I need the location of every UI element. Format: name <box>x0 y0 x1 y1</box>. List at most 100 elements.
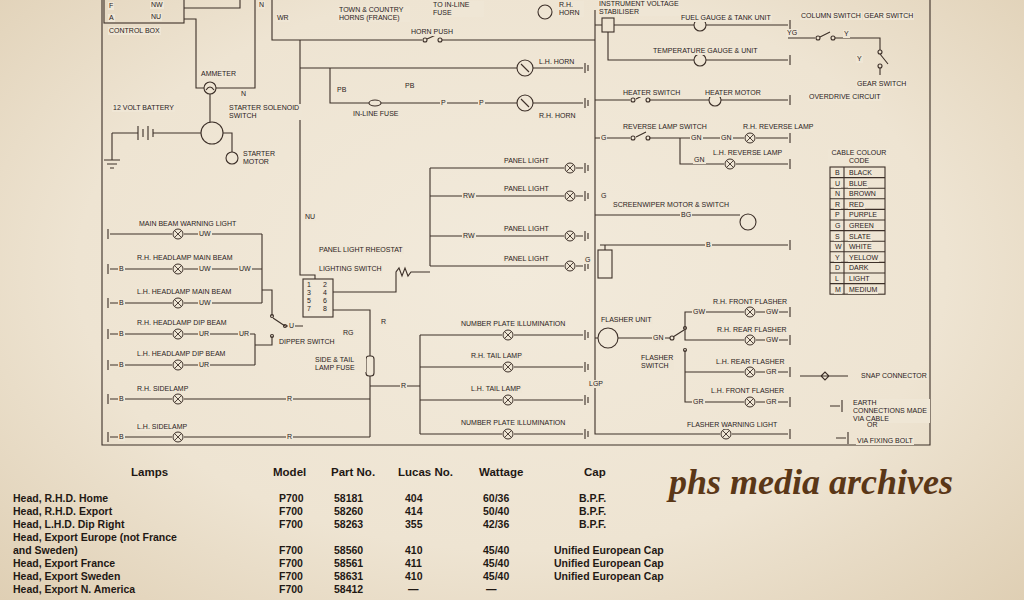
diagram-label: GN <box>690 134 703 142</box>
wire-drawing <box>745 397 755 407</box>
diagram-label: B <box>118 361 125 369</box>
colour-name: WHITE <box>848 243 873 251</box>
wire-drawing <box>303 279 333 317</box>
diagram-label: B <box>118 330 125 338</box>
diagram-label: NU <box>150 13 162 21</box>
table-header: Model <box>272 466 307 479</box>
diagram-label: L.H. TAIL LAMP <box>470 385 522 393</box>
table-cell: Unified European Cap <box>553 544 665 557</box>
diagram-label: UW <box>238 265 252 273</box>
wire-drawing <box>184 0 300 88</box>
colour-name: LIGHT <box>848 275 871 283</box>
wire-drawing <box>878 50 882 54</box>
table-cell: P700 <box>278 492 305 505</box>
diagram-label: GEAR SWITCH <box>856 80 907 88</box>
diagram-label: PANEL LIGHT <box>503 185 550 193</box>
table-cell: F700 <box>278 570 304 583</box>
wire-drawing <box>646 98 650 102</box>
wire-drawing <box>721 429 731 439</box>
table-cell: B.P.F. <box>578 505 607 518</box>
diagram-label: 8 <box>322 305 328 313</box>
wire-drawing <box>284 325 287 328</box>
diagram-label: PB <box>336 86 347 94</box>
wire-drawing <box>565 163 575 173</box>
wire-drawing <box>104 126 232 168</box>
diagram-label: 3 <box>306 289 312 297</box>
diagram-label: R <box>286 395 293 403</box>
diagram-label: HEATER MOTOR <box>704 89 762 97</box>
table-cell: Head, Export Europe (not France and Swed… <box>12 531 199 557</box>
wire-drawing <box>670 336 674 340</box>
wire-drawing <box>333 168 430 292</box>
diagram-label: L.H. SIDELAMP <box>136 423 188 431</box>
diagram-label: R.H. REVERSE LAMP <box>742 123 814 131</box>
wire-drawing <box>173 264 183 274</box>
colour-name: PURPLE <box>848 211 878 219</box>
diagram-label: GW <box>765 336 779 344</box>
wire-drawing <box>788 32 888 75</box>
colour-name: BLACK <box>848 169 873 177</box>
table-cell: 58560 <box>333 544 364 557</box>
table-cell: 404 <box>404 492 424 505</box>
colour-code: W <box>834 243 843 251</box>
table-cell: 355 <box>404 518 424 531</box>
diagram-label: L.H. HORN <box>538 58 575 66</box>
diagram-label: VIA FIXING BOLT <box>856 437 914 445</box>
diagram-label: HORN PUSH <box>410 28 454 36</box>
diagram-label: 6 <box>322 297 328 305</box>
wire-drawing <box>740 214 756 230</box>
diagram-label: P <box>478 99 485 107</box>
diagram-label: 12 VOLT BATTERY <box>112 104 175 112</box>
diagram-label: B <box>705 241 712 249</box>
diagram-label: PANEL LIGHT <box>503 157 550 165</box>
diagram-label: OVERDRIVE CIRCUIT <box>808 93 882 101</box>
table-cell: 42/36 <box>482 518 510 531</box>
diagram-label: NW <box>150 1 164 9</box>
table-cell: B.P.F. <box>578 492 607 505</box>
wire-drawing <box>102 0 930 445</box>
diagram-label: N <box>258 1 265 9</box>
wire-drawing <box>173 432 183 442</box>
table-cell: Unified European Cap <box>553 557 665 570</box>
colour-name: YELLOW <box>848 254 879 262</box>
table-cell: Head, Export France <box>12 557 116 570</box>
wire-drawing <box>173 394 183 404</box>
wire-drawing <box>420 335 583 434</box>
diagram-label: G <box>600 192 607 200</box>
table-cell: F700 <box>278 518 304 531</box>
diagram-label: 1 <box>306 281 312 289</box>
diagram-label: MAIN BEAM WARNING LIGHT <box>138 220 237 228</box>
diagram-label: R.H. HEADLAMP MAIN BEAM <box>136 254 234 262</box>
diagram-label: L.H. HEADLAMP DIP BEAM <box>136 350 226 358</box>
diagram-label: R <box>286 433 293 441</box>
wire-drawing <box>745 133 755 143</box>
wire-drawing <box>830 167 885 294</box>
table-cell: 58561 <box>333 557 364 570</box>
diagram-label: RW <box>462 232 476 240</box>
diagram-label: R <box>380 318 387 326</box>
diagram-label: F <box>108 2 114 10</box>
diagram-label: INSTRUMENT VOLTAGE STABILISER <box>598 0 680 16</box>
wire-drawing <box>369 100 381 106</box>
diagram-label: RW <box>462 192 476 200</box>
diagram-label: NUMBER PLATE ILLUMINATION <box>460 320 566 328</box>
colour-code: Y <box>834 254 841 262</box>
wire-drawing <box>503 362 513 372</box>
wire-drawing <box>110 310 420 437</box>
diagram-label: FLASHER WARNING LIGHT <box>686 421 778 429</box>
table-cell: 58181 <box>333 492 364 505</box>
table-cell: — <box>407 583 420 596</box>
diagram-label: SIDE & TAIL LAMP FUSE <box>314 356 366 372</box>
diagram-label: PANEL LIGHT RHEOSTAT <box>318 246 404 254</box>
wire-drawing <box>831 36 835 40</box>
wire-drawing <box>423 38 427 42</box>
diagram-label: G <box>600 134 607 142</box>
colour-code: D <box>834 264 841 272</box>
table-cell: 45/40 <box>482 557 510 570</box>
table-cell: F700 <box>278 505 304 518</box>
diagram-label: L.H. REAR FLASHER <box>715 358 785 366</box>
diagram-label: BG <box>680 211 692 219</box>
diagram-label: FLASHER UNIT <box>600 316 653 324</box>
diagram-label: CONTROL BOX <box>108 27 161 35</box>
